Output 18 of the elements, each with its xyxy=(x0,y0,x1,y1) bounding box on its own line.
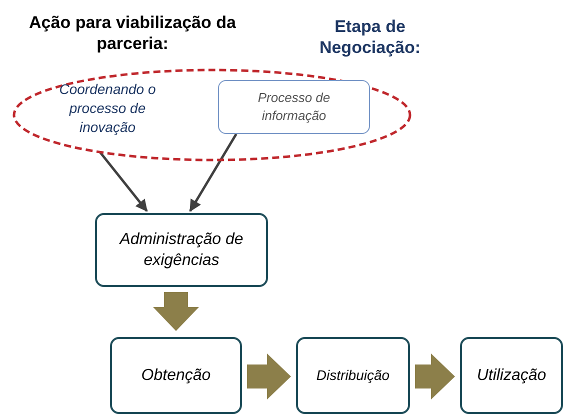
heading: Ação para viabilização da parceria: xyxy=(28,12,237,54)
process-box xyxy=(110,337,242,414)
block-arrow xyxy=(153,292,199,331)
box-text: Obtenção xyxy=(140,366,212,386)
block-arrow xyxy=(247,354,291,400)
heading: Etapa de Negociação: xyxy=(318,16,422,58)
arrow xyxy=(99,151,148,212)
box-text: Utilização xyxy=(476,366,548,386)
process-box xyxy=(218,80,370,134)
dashed-ellipse xyxy=(12,68,412,162)
box-text: Distribuição xyxy=(315,366,391,385)
box-text: Coordenando o processo de inovação xyxy=(58,80,157,137)
box-text: Administração de exigências xyxy=(118,230,244,271)
process-box xyxy=(460,337,563,414)
box-text: Processo de informação xyxy=(256,89,332,125)
arrow xyxy=(189,133,238,212)
process-box xyxy=(296,337,410,414)
process-box xyxy=(95,213,268,287)
